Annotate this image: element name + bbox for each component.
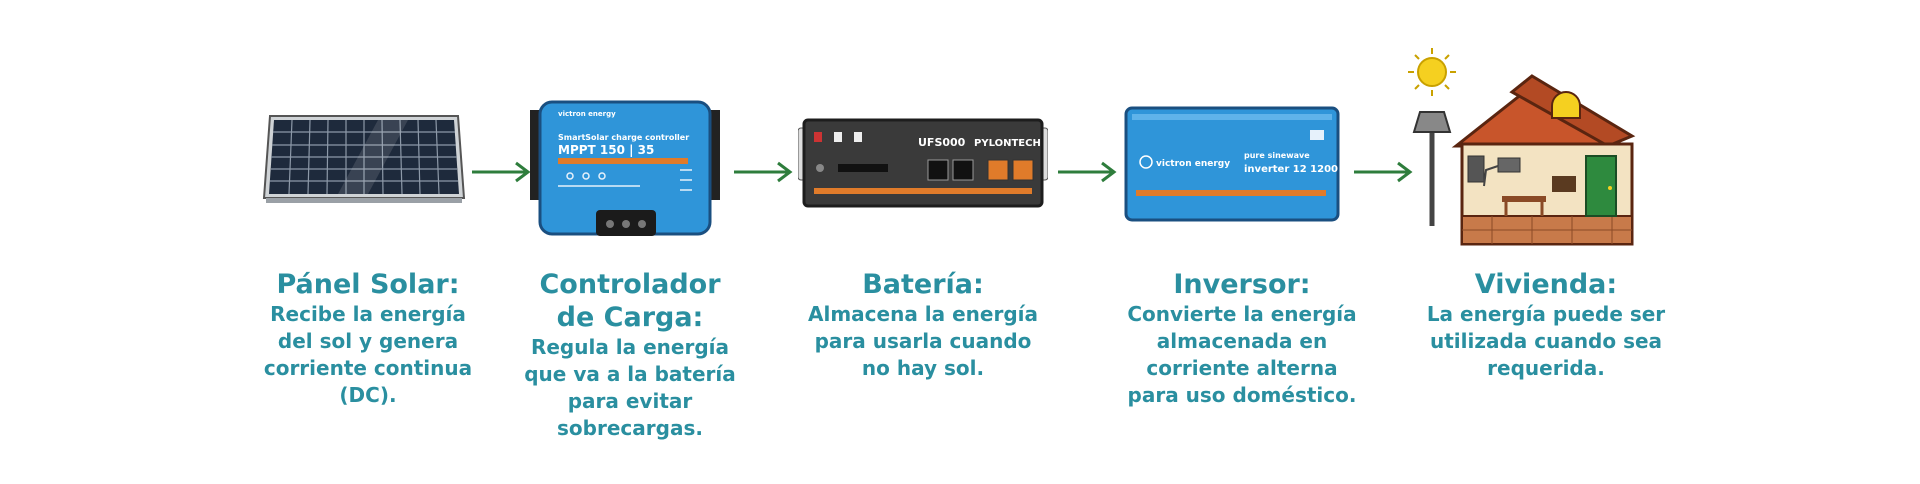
arrow-icon (1058, 161, 1117, 183)
sun-icon (1408, 48, 1456, 96)
step-description-line: para uso doméstico. (1127, 383, 1357, 407)
inverter-illustration: victron energy pure sinewave inverter 12… (1124, 106, 1340, 222)
step-description-line: Recibe la energía (270, 302, 466, 326)
arrow-icon (472, 161, 531, 183)
device-brand-label: PYLONTECH (974, 138, 1041, 149)
solar-panel-illustration (262, 115, 466, 203)
device-model-label: SmartSolar charge controller (558, 133, 689, 142)
step-description-line: Almacena la energía (808, 302, 1038, 326)
device-brand-label: victron energy (558, 110, 616, 118)
caption-solar-panel: Pánel Solar: Recibe la energía del sol y… (228, 268, 508, 409)
caption-house: Vivienda: La energía puede ser utilizada… (1406, 268, 1686, 382)
device-model-label: pure sinewave (1244, 151, 1310, 160)
step-title: Pánel Solar: (276, 269, 460, 300)
caption-charge-controller: Controlador de Carga: Regula la energía … (490, 268, 770, 442)
caption-inverter: Inversor: Convierte la energía almacenad… (1102, 268, 1382, 409)
step-title: de Carga: (556, 302, 704, 333)
step-description-line: que va a la batería (524, 362, 736, 386)
step-description-line: corriente continua (263, 356, 473, 380)
arrow-icon (1354, 161, 1413, 183)
step-description-line: para usarla cuando (814, 329, 1032, 353)
device-brand-label: victron energy (1156, 159, 1230, 169)
step-description-line: del sol y genera (277, 329, 459, 353)
step-description-line: (DC). (339, 383, 397, 407)
step-title: Inversor: (1173, 269, 1311, 300)
charge-controller-illustration: victron energy SmartSolar charge control… (530, 100, 720, 236)
step-description-line: no hay sol. (861, 356, 985, 380)
device-model-label: inverter 12 1200 (1244, 164, 1338, 175)
battery-illustration: UFS000 PYLONTECH (798, 118, 1048, 208)
step-title: Vivienda: (1474, 269, 1618, 300)
step-description-line: utilizada cuando sea (1429, 329, 1663, 353)
step-description-line: La energía puede ser (1426, 302, 1666, 326)
step-description-line: almacenada en (1156, 329, 1328, 353)
step-description-line: sobrecargas. (557, 416, 703, 440)
step-description-line: Regula la energía (530, 335, 730, 359)
caption-battery: Batería: Almacena la energía para usarla… (783, 268, 1063, 382)
step-description-line: Convierte la energía (1127, 302, 1357, 326)
house-illustration (1408, 48, 1636, 246)
arrow-icon (734, 161, 793, 183)
step-description-line: requerida. (1487, 356, 1605, 380)
device-model-label: MPPT 150 | 35 (558, 143, 654, 157)
device-model-label: UFS000 (918, 136, 966, 149)
step-description-line: corriente alterna (1146, 356, 1338, 380)
step-description-line: para evitar (567, 389, 693, 413)
step-title: Batería: (862, 269, 984, 300)
step-title: Controlador (539, 269, 721, 300)
